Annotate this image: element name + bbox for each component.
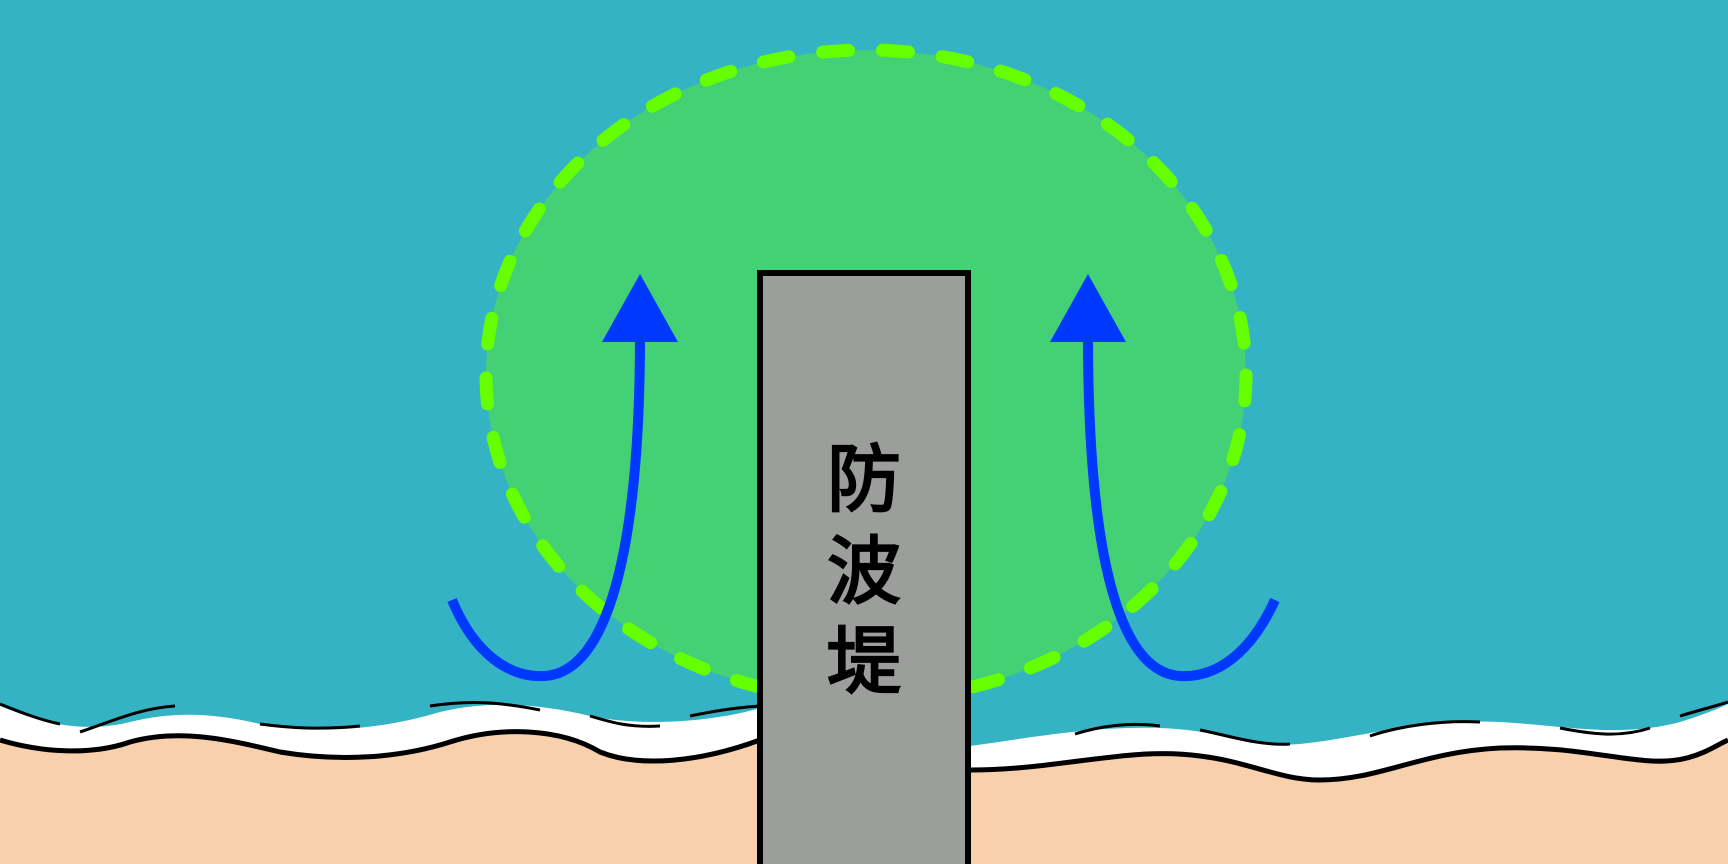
shoreline-outline	[0, 729, 761, 764]
current-arrow-right-icon	[1050, 274, 1280, 682]
beach-sand	[970, 740, 1728, 864]
current-arrow-left-icon	[447, 274, 678, 682]
breakwater	[757, 270, 971, 864]
shoreline-outline	[969, 737, 1728, 783]
surf-foam	[0, 704, 760, 762]
breakwater-label-char: 堤	[827, 619, 902, 705]
current-arrow-left-head	[602, 274, 678, 342]
current-arrow-left-shaft	[447, 334, 645, 682]
surf-edge-outline	[1074, 700, 1728, 746]
breakwater-label-char: 防	[827, 437, 901, 523]
current-arrow-right-shaft	[1083, 334, 1280, 682]
beach-sand	[0, 731, 760, 864]
current-arrow-right-head	[1050, 274, 1126, 342]
surf-foam	[970, 704, 1728, 780]
surf-edge-outline	[0, 701, 761, 734]
breakwater-label-char: 波	[827, 529, 901, 615]
